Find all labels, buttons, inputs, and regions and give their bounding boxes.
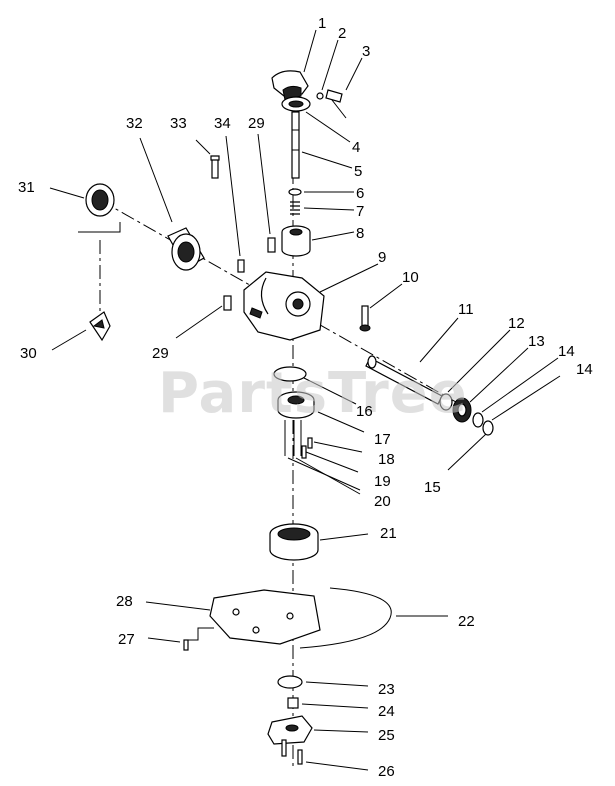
callout-22: 22: [458, 613, 475, 630]
part-5-shaft: [291, 111, 300, 179]
part-27-screw: [183, 627, 214, 651]
part-28-plate: [209, 589, 321, 645]
callout-25: 25: [378, 727, 395, 744]
callout-7: 7: [356, 203, 364, 220]
part-3-lever: [325, 89, 347, 119]
callout-19: 19: [374, 473, 391, 490]
part-12-gear: [439, 393, 453, 411]
callout-29a: 29: [248, 115, 265, 132]
callout-16: 16: [356, 403, 373, 420]
part-7-spring: [290, 201, 300, 215]
part-14-ring-a: [472, 412, 484, 428]
callout-10: 10: [402, 269, 419, 286]
part-17-swashplate: [277, 391, 315, 419]
part-20-pins: [284, 420, 302, 456]
part-19-pin: [301, 445, 307, 459]
callout-14b: 14: [576, 361, 593, 378]
part-26-screws: [281, 739, 303, 765]
callout-26: 26: [378, 763, 395, 780]
callout-5: 5: [354, 163, 362, 180]
part-11-axle: [365, 355, 443, 405]
callout-29b: 29: [152, 345, 169, 362]
leader-lines: [49, 29, 561, 771]
part-16-oring: [273, 366, 307, 382]
callout-34: 34: [214, 115, 231, 132]
part-22-arc: [299, 587, 392, 649]
part-1-cap: [271, 70, 309, 101]
callout-33: 33: [170, 115, 187, 132]
part-2-clip: [316, 92, 324, 100]
callout-4: 4: [352, 139, 360, 156]
part-24-nut: [287, 697, 299, 709]
part-13-gear: [452, 397, 472, 423]
callout-13: 13: [528, 333, 545, 350]
callout-2: 2: [338, 25, 346, 42]
part-18-pin: [307, 437, 313, 449]
callout-23: 23: [378, 681, 395, 698]
part-10-screw: [359, 305, 371, 332]
part-8-block: [281, 225, 311, 257]
part-30-bracket: [89, 311, 111, 342]
callout-20: 20: [374, 493, 391, 510]
part-32-bearing: [167, 227, 205, 271]
callout-12: 12: [508, 315, 525, 332]
callout-labels: 1 2 3 4 5 6 7 8 9 10 11 12 13 14 14 15 1…: [18, 15, 593, 780]
part-6-washer: [288, 188, 302, 196]
part-34-dowel: [237, 259, 245, 273]
callout-15: 15: [424, 479, 441, 496]
part-29-pin-upper: [267, 237, 276, 253]
callout-27: 27: [118, 631, 135, 648]
callout-24: 24: [378, 703, 395, 720]
callout-8: 8: [356, 225, 364, 242]
partstree-watermark: PartsTree: [158, 361, 468, 426]
part-31-seal: [85, 183, 115, 217]
part-4-gear: [281, 96, 311, 112]
callout-17: 17: [374, 431, 391, 448]
part-25-cap: [267, 715, 313, 745]
callout-3: 3: [362, 43, 370, 60]
callout-30: 30: [20, 345, 37, 362]
callout-11: 11: [458, 301, 474, 318]
callout-32: 32: [126, 115, 143, 132]
callout-28: 28: [116, 593, 133, 610]
part-9-housing: [243, 271, 325, 341]
callout-6: 6: [356, 185, 364, 202]
part-23-oring: [277, 675, 303, 689]
callout-1: 1: [318, 15, 326, 32]
part-33-bolt: [210, 155, 220, 179]
part-14-ring-b: [482, 420, 494, 436]
callout-31: 31: [18, 179, 35, 196]
callout-18: 18: [378, 451, 395, 468]
part-29-pin-lower: [223, 295, 232, 311]
callout-9: 9: [378, 249, 386, 266]
callout-21: 21: [380, 525, 397, 542]
part-21-bearing: [269, 523, 319, 561]
callout-14a: 14: [558, 343, 575, 360]
axis-lines: [78, 95, 471, 770]
